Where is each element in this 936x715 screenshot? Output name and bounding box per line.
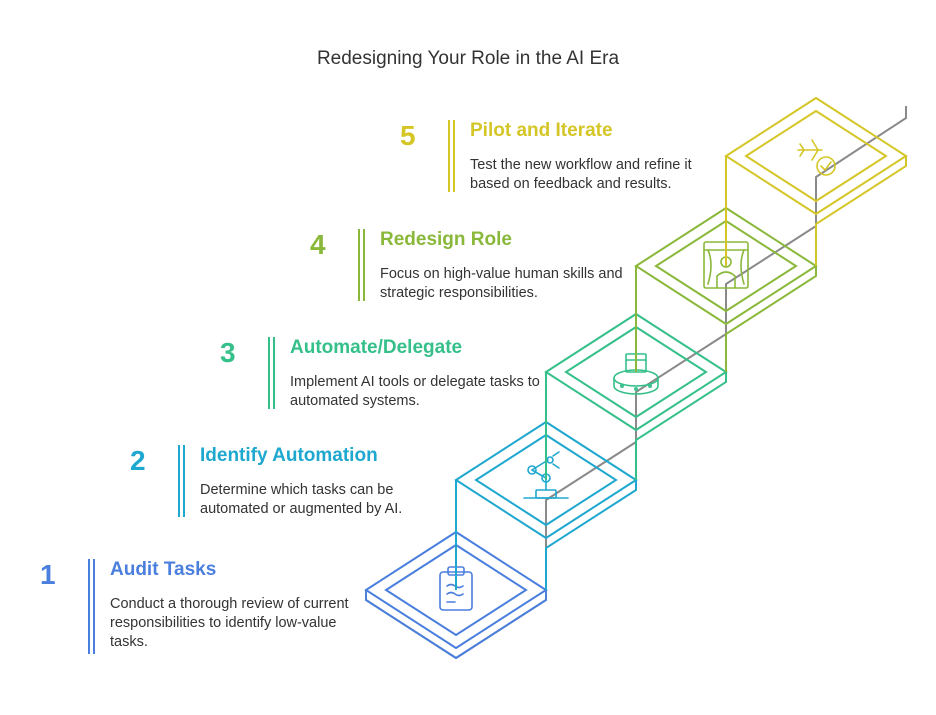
- step-divider: [88, 559, 95, 654]
- step-description: Test the new workflow and refine it base…: [470, 157, 692, 192]
- step-number: 2: [130, 445, 146, 476]
- step-divider: [178, 445, 185, 517]
- step-description: Determine which tasks can be automated o…: [200, 482, 403, 517]
- step-description: Implement AI tools or delegate tasks to …: [290, 374, 540, 409]
- step-number: 1: [40, 559, 56, 590]
- page-title: Redesigning Your Role in the AI Era: [316, 48, 620, 69]
- plane-check-icon: [797, 139, 836, 176]
- step-number: 5: [400, 120, 416, 151]
- step-divider: [268, 337, 275, 409]
- step-description: Focus on high-value human skills and str…: [380, 266, 623, 301]
- step-description: Conduct a thorough review of current res…: [110, 596, 349, 650]
- step-title: Audit Tasks: [110, 559, 217, 580]
- step-title: Identify Automation: [200, 445, 378, 466]
- step-number: 4: [310, 229, 326, 260]
- step-title: Redesign Role: [380, 229, 512, 250]
- step-divider: [358, 229, 365, 301]
- step-number: 3: [220, 337, 236, 368]
- step-title: Automate/Delegate: [290, 337, 463, 358]
- step-title: Pilot and Iterate: [470, 120, 613, 141]
- step-5-tread: [724, 96, 908, 266]
- step-divider: [448, 120, 455, 192]
